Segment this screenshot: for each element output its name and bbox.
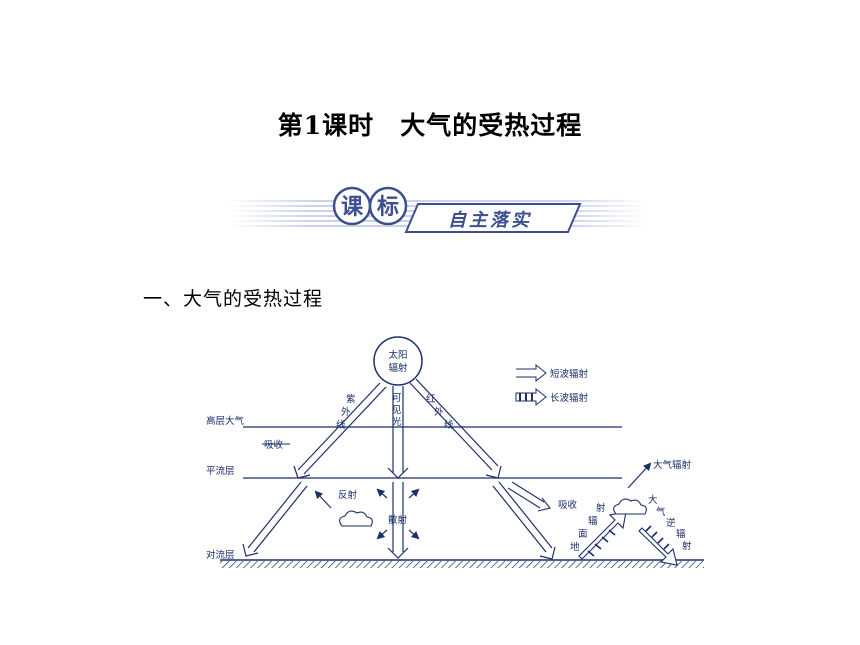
label-stratosphere: 平流层 <box>206 465 235 477</box>
absorb-lower-arrow <box>507 481 551 512</box>
banner-char-1: 课 <box>341 195 364 220</box>
banner-plate <box>404 203 582 233</box>
cloud-icon <box>613 498 647 515</box>
scatter-arrows <box>376 488 420 540</box>
legend-short-wave-label: 短波辐射 <box>550 368 589 380</box>
uv-char-3: 线 <box>336 419 346 431</box>
sun-icon <box>373 336 423 386</box>
atmos-radiation-label: 大气辐射 <box>653 459 692 471</box>
uv-char-2: 外 <box>341 406 351 418</box>
counter-rad-char-2: 气 <box>656 506 666 518</box>
ir-arrow <box>409 378 502 479</box>
ground-rad-char-4: 射 <box>596 502 606 514</box>
banner-circle-2 <box>368 186 408 226</box>
section-heading: 一、大气的受热过程 <box>143 288 324 310</box>
label-upper-atmosphere: 高层大气 <box>206 415 245 427</box>
short-wave-arrow-icon <box>516 363 547 383</box>
ground-hatch <box>220 561 704 568</box>
ir-arrow-lower <box>492 481 556 560</box>
label-troposphere: 对流层 <box>206 549 235 561</box>
counter-rad-char-4: 辐 <box>676 528 686 540</box>
lesson-number: 第1课时 <box>277 111 375 140</box>
ground-radiation-arrow <box>578 511 627 560</box>
visible-char-2: 见 <box>392 405 402 416</box>
legend-long-wave-label: 长波辐射 <box>550 392 589 404</box>
lesson-topic: 大气的受热过程 <box>400 111 583 140</box>
legend-long-wave: 长波辐射 <box>515 387 589 407</box>
counter-radiation-arrow <box>638 525 678 566</box>
lesson-title: 第1课时大气的受热过程 <box>0 106 860 142</box>
uv-arrow <box>293 382 387 479</box>
visible-char-1: 可 <box>392 393 402 404</box>
uv-char-1: 紫 <box>346 394 356 405</box>
visible-light-arrow <box>387 386 409 479</box>
ir-char-3: 线 <box>444 419 454 431</box>
cloud-icon <box>339 510 373 527</box>
ir-char-2: 外 <box>434 406 444 418</box>
visible-char-3: 光 <box>392 416 402 428</box>
absorb-lower-label: 吸收 <box>558 499 578 511</box>
ground-rad-char-2: 面 <box>578 529 588 540</box>
ground-rad-char-1: 地 <box>570 541 580 553</box>
sun-label-line1: 太阳 <box>388 349 407 361</box>
ir-char-1: 红 <box>426 393 436 405</box>
atmos-radiation-arrow <box>627 462 652 489</box>
ground-rad-char-3: 辐 <box>588 515 598 527</box>
visible-light-arrow-lower <box>387 482 409 559</box>
reflect-label: 反射 <box>338 489 358 501</box>
absorb-upper-label: 吸收 <box>264 439 284 451</box>
atmospheric-heating-diagram: 高层大气 平流层 对流层 太阳 辐射 短波辐射 长波辐射 紫 外 线 吸收 可 … <box>206 336 704 568</box>
banner-text: 自主落实 <box>448 210 532 231</box>
counter-rad-char-5: 射 <box>682 540 692 552</box>
scatter-label: 散射 <box>388 514 408 526</box>
banner-char-2: 标 <box>377 194 399 220</box>
legend-short-wave: 短波辐射 <box>516 363 589 383</box>
sun-label-line2: 辐射 <box>388 362 408 374</box>
counter-rad-char-1: 大 <box>648 494 658 506</box>
counter-rad-char-3: 逆 <box>666 517 676 529</box>
section-banner: 课 标 自主落实 <box>228 186 648 233</box>
reflect-arrow <box>314 490 332 509</box>
uv-arrow-lower <box>242 481 308 557</box>
